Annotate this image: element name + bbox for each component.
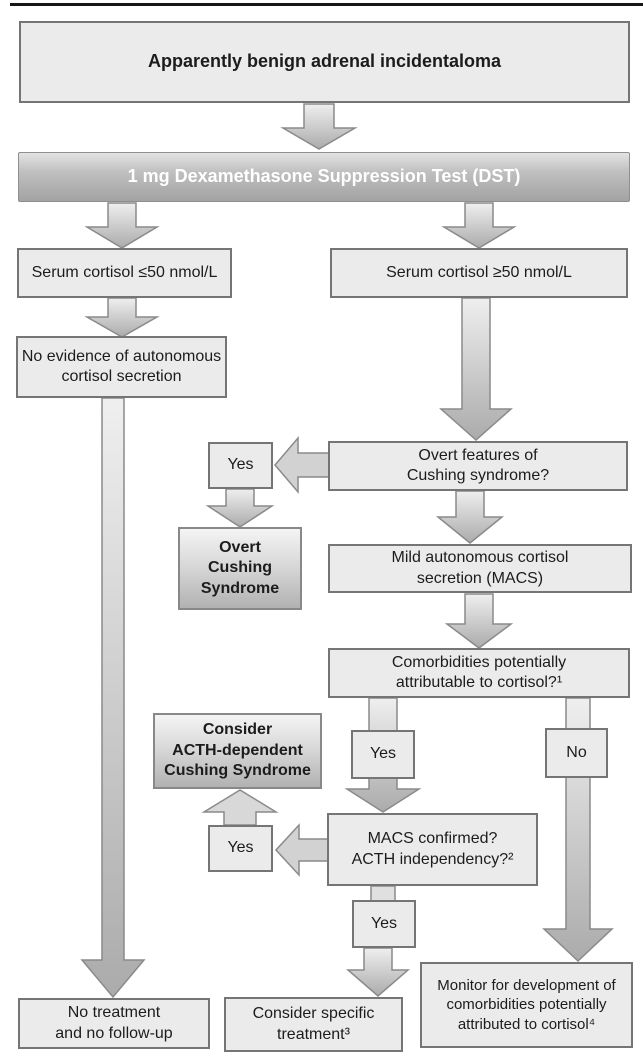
node-consider-acth-dependent: Consider ACTH-dependent Cushing Syndrome: [153, 713, 322, 789]
arrow-macs-confirmed-to-yes: [274, 823, 329, 877]
node-monitor-comorbidities: Monitor for development of comorbidities…: [420, 962, 633, 1048]
node-consider-specific-treatment: Consider specific treatment³: [224, 997, 403, 1052]
node-dst-test: 1 mg Dexamethasone Suppression Test (DST…: [18, 152, 630, 202]
node-yes-acth: Yes: [208, 825, 273, 872]
arrow-serum-high-to-overt-features: [439, 297, 513, 442]
arrow-incidentaloma-to-dst: [280, 103, 358, 150]
top-border-line: [10, 3, 643, 6]
node-incidentaloma: Apparently benign adrenal incidentaloma: [19, 21, 630, 103]
node-macs-confirmed-question: MACS confirmed? ACTH independency?²: [327, 813, 538, 886]
node-yes-overt-features: Yes: [208, 442, 273, 489]
arrow-overt-features-to-yes: [274, 435, 330, 495]
arrow-serum-low-to-no-evidence: [84, 297, 160, 338]
arrow-yes-confirmed-to-consider-treatment: [345, 947, 411, 997]
arrow-no-evidence-to-no-treatment: [80, 397, 146, 999]
arrow-dst-to-serum-low: [84, 202, 160, 249]
arrow-dst-to-serum-high: [441, 202, 517, 249]
node-no-evidence-autonomous-secretion: No evidence of autonomous cortisol secre…: [16, 336, 227, 398]
node-overt-cushing-syndrome: Overt Cushing Syndrome: [178, 527, 302, 610]
node-macs: Mild autonomous cortisol secretion (MACS…: [328, 544, 632, 593]
node-serum-cortisol-low: Serum cortisol ≤50 nmol/L: [17, 248, 232, 298]
node-serum-cortisol-high: Serum cortisol ≥50 nmol/L: [330, 248, 628, 298]
node-yes-comorbidities: Yes: [351, 730, 415, 779]
node-no-treatment: No treatment and no follow-up: [18, 998, 210, 1049]
node-overt-features-question: Overt features of Cushing syndrome?: [328, 441, 628, 491]
arrow-overt-features-to-macs: [435, 490, 505, 544]
node-no-comorbidities: No: [545, 728, 608, 778]
arrow-yes-to-overt-cushing: [205, 488, 275, 528]
node-comorbidities-question: Comorbidities potentially attributable t…: [328, 648, 630, 698]
node-yes-macs-confirmed: Yes: [352, 900, 416, 948]
arrow-yes-to-consider-acth: [201, 789, 279, 826]
arrow-macs-to-comorbidities: [444, 593, 514, 649]
connector-macs-confirmed-to-yes-confirmed: [370, 885, 396, 902]
